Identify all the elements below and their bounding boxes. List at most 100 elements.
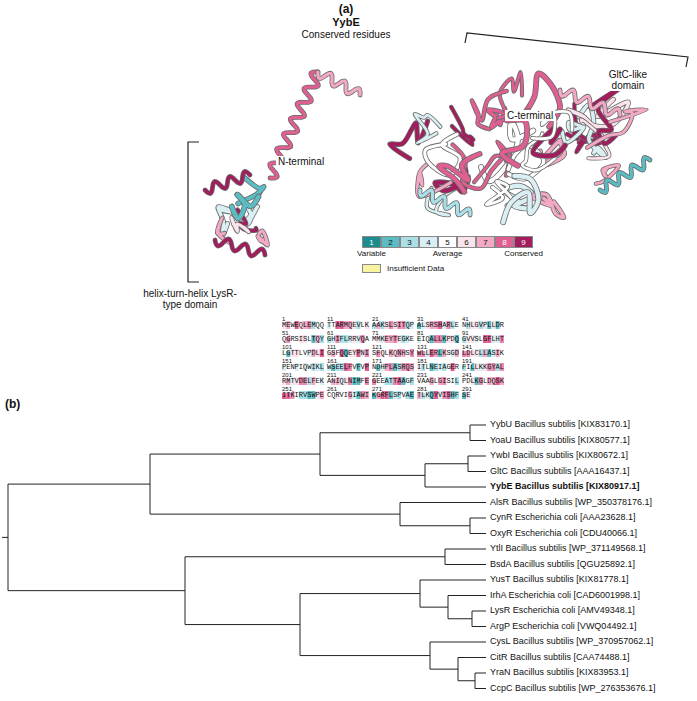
- tree-branch: [470, 518, 471, 534]
- tree-branch: [185, 624, 300, 625]
- sequence-block: CQRVIGIAWI: [327, 391, 369, 399]
- tree-branch: [430, 669, 458, 670]
- tree-branch: [320, 432, 470, 433]
- tree-leaf-label: YtlI Bacillus subtilis [WP_371149568.1]: [490, 544, 645, 554]
- panel-letter: (a): [339, 3, 354, 16]
- ribbon-segment: [415, 114, 441, 143]
- sequence-block: RMTVDELFEK: [282, 377, 324, 385]
- ribbon-outline: [205, 171, 250, 193]
- scale-label: Average: [433, 250, 463, 259]
- tree-branch: [475, 673, 486, 674]
- sequence-block: LDLCLLASIK: [462, 349, 504, 357]
- sequence-block: SFQLKQNHSY: [372, 349, 414, 357]
- sequence-block: ITKIRVSWPE: [282, 391, 324, 399]
- tree-branch: [472, 611, 486, 612]
- legend-label: Insufficient Data: [387, 263, 444, 275]
- legend-label: 6: [458, 237, 475, 249]
- tree-branch: [475, 673, 476, 689]
- legend-swatch: 4: [419, 236, 438, 248]
- legend-swatch: 1: [362, 236, 381, 248]
- ribbon-segment: [420, 190, 470, 215]
- sequence-block: GHIFLRRVQA: [327, 335, 369, 343]
- legend-swatch: 9: [514, 236, 533, 248]
- ribbon-segment: [439, 154, 480, 192]
- sequence-block: ALSRSHARLE: [417, 321, 459, 329]
- tree-leaf-label: BsdA Bacillus subtilis [QGU25892.1]: [490, 560, 635, 570]
- ribbon-outline: [215, 239, 265, 256]
- tree-branch: [300, 655, 430, 656]
- tree-leaf-label: YybU Bacillus subtilis [KIX83170.1]: [490, 420, 630, 430]
- sequence-block: MMKEYTEGKE: [372, 335, 414, 343]
- tree-branch: [458, 680, 475, 681]
- sequence-block: EIQALLKPDQ: [417, 335, 459, 343]
- sequence-block: TTARMQEVLK: [327, 321, 369, 329]
- ribbon-outline: [415, 114, 441, 143]
- tree-leaf-label: YraN Bacillus subtilis [KIX83953.1]: [490, 668, 629, 678]
- tree-branch: [458, 657, 486, 658]
- tree-branch: [470, 425, 471, 441]
- legend-label: 8: [496, 237, 513, 249]
- sequence-block: NDHPLASRQS: [372, 363, 414, 371]
- sequence-block: FILLKKGYAL: [462, 363, 504, 371]
- sequence-block: QGRSISLTQY: [282, 335, 324, 343]
- tree-branch: [420, 607, 448, 608]
- sequence-block: TLKQYVISHF: [417, 391, 459, 399]
- legend-swatch: 3: [400, 236, 419, 248]
- tree-leaf-label: ArgP Escherichia coli [VWQ04492.1]: [490, 622, 636, 632]
- legend-label: 2: [382, 237, 399, 249]
- ribbon-segment: [600, 157, 650, 192]
- tree-branch: [420, 580, 486, 581]
- tree-leaf-label: CynR Escherichia coli [AAA23628.1]: [490, 513, 636, 523]
- tree-branch: [458, 658, 459, 681]
- tree-leaf-label: CcpC Bacillus subtilis [WP_276353676.1]: [490, 684, 656, 694]
- ribbon-segment: [587, 109, 646, 147]
- tree-branch: [8, 484, 150, 485]
- ribbon-outline: [472, 91, 507, 129]
- legend-label: 9: [515, 237, 532, 249]
- tree-branch: [300, 594, 301, 656]
- ribbon-outline: [560, 90, 620, 115]
- tree-branch: [185, 556, 445, 557]
- tree-leaf-label: GltC Bacillus subtilis [AAA16437.1]: [490, 467, 630, 477]
- panel-subtitle: Conserved residues: [302, 29, 391, 40]
- phylogenetic-tree: [2, 425, 486, 689]
- ribbon-segment: [232, 195, 259, 219]
- ribbon-segment: [318, 72, 360, 95]
- sequence-block: GVVSLGFLHT: [462, 335, 504, 343]
- tree-branch: [400, 525, 470, 526]
- legend-swatch: 5: [438, 236, 457, 248]
- tree-branch: [2, 537, 8, 538]
- tree-branch: [445, 549, 446, 565]
- tree-leaf-label: YusT Bacillus subtilis [KIX81778.1]: [490, 575, 628, 585]
- sequence-block: PENPIQWIKL: [282, 363, 324, 371]
- sequence-block: GEEATTAAGF: [372, 377, 414, 385]
- sequence-block: AAKSLSITQP: [372, 321, 414, 329]
- tree-leaf-label: YoaU Bacillus subtilis [KIX80577.1]: [490, 436, 630, 446]
- sequence-block: ITLNEIAGER: [417, 363, 459, 371]
- domain-bracket: [188, 142, 199, 282]
- ribbon-outline: [600, 157, 650, 192]
- tree-branch: [472, 626, 486, 627]
- residue-shading: [282, 321, 504, 399]
- ribbon-outline: [474, 142, 509, 183]
- tree-branch: [475, 688, 486, 689]
- domain-bracket: [465, 33, 688, 67]
- tree-branch: [468, 456, 486, 457]
- ribbon-outline: [439, 154, 480, 192]
- tree-branch: [445, 564, 486, 565]
- tree-leaf-label: OxyR Escherichia coli [CDU40066.1]: [490, 529, 637, 539]
- ribbon-outline: [318, 72, 360, 95]
- domain-label: helix-turn-helix LysR-type domain: [138, 288, 242, 310]
- tree-branch: [300, 593, 420, 594]
- tree-branch: [8, 590, 185, 591]
- tree-leaf-label: YybE Bacillus subtilis [KIX80917.1]: [490, 482, 640, 492]
- tree-leaf-label: YwbI Bacillus subtilis [KIX80672.1]: [490, 451, 628, 461]
- sequence-block: PDLKGLDQSK: [462, 377, 504, 385]
- tree-leaf-label: LysR Escherichia coli [AMV49348.1]: [490, 606, 635, 616]
- tree-leaf-label: AlsR Bacillus subtilis [WP_350378176.1]: [490, 498, 652, 508]
- tree-branch: [470, 440, 486, 441]
- ribbon-outline: [503, 176, 538, 222]
- tree-leaf-label: CysL Bacillus subtilis [WP_370957062.1]: [490, 637, 653, 647]
- tree-branch: [470, 425, 486, 426]
- legend-label: 5: [439, 237, 456, 249]
